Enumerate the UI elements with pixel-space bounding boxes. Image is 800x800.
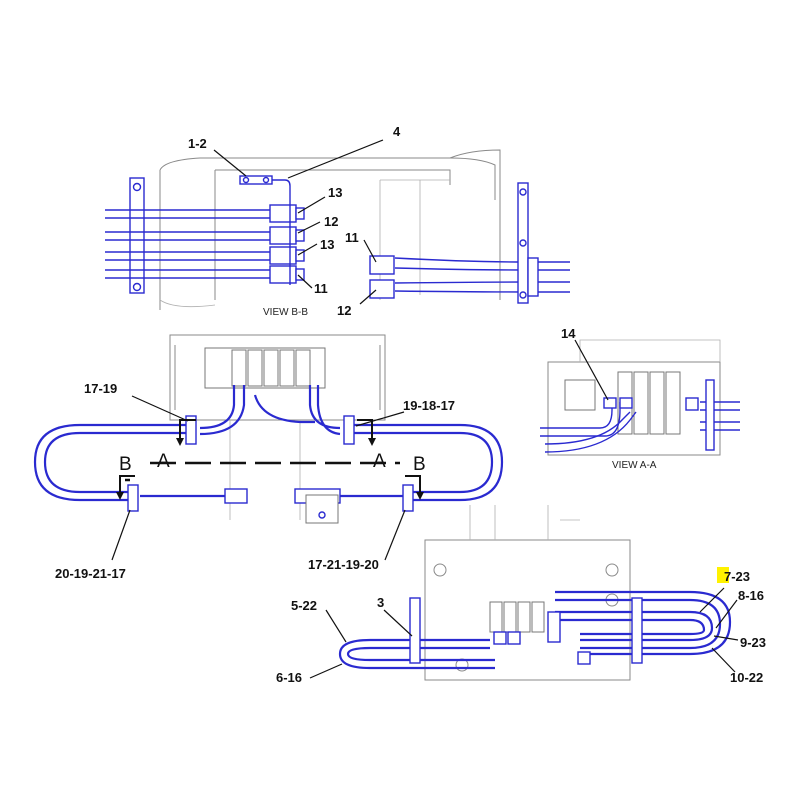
callout-19-18-17: 19-18-17 — [403, 398, 455, 413]
callout-11-left: 11 — [314, 281, 328, 296]
callout-13-top: 13 — [328, 185, 342, 200]
callout-10-22: 10-22 — [730, 670, 763, 685]
callout-7-23: 7-23 — [724, 569, 750, 584]
callout-3: 3 — [377, 595, 384, 610]
callout-4: 4 — [393, 124, 401, 139]
bottom-assembly-drawing — [338, 505, 732, 681]
callout-9-23: 9-23 — [740, 635, 766, 650]
view-aa-leaders — [574, 339, 609, 401]
callout-17-21-19-20: 17-21-19-20 — [308, 557, 379, 572]
section-letter-a-left: A — [157, 451, 170, 472]
main-loop-leaders — [111, 395, 406, 561]
view-bb-label: VIEW B-B — [263, 307, 308, 318]
callout-1-2: 1-2 — [188, 136, 207, 151]
section-letter-b-left: B — [119, 454, 132, 475]
callout-5-22: 5-22 — [291, 598, 317, 613]
bottom-assembly-leaders — [309, 587, 739, 679]
section-lines — [116, 419, 424, 500]
callout-12-right: 12 — [337, 303, 351, 318]
callout-11-right: 11 — [345, 230, 359, 245]
callout-13-mid: 13 — [320, 237, 334, 252]
callout-14: 14 — [561, 326, 576, 341]
view-aa-label: VIEW A-A — [612, 460, 657, 471]
main-loop-drawing — [33, 334, 504, 524]
callout-8-16: 8-16 — [738, 588, 764, 603]
view-bb-leaders — [213, 139, 384, 305]
callout-12-top: 12 — [324, 214, 338, 229]
callout-17-19: 17-19 — [84, 381, 117, 396]
section-letter-b-right: B — [413, 454, 426, 475]
view-aa-drawing — [540, 339, 740, 456]
section-letter-a-right: A — [373, 451, 386, 472]
callout-highlight — [717, 567, 729, 583]
callout-6-16: 6-16 — [276, 670, 302, 685]
view-bb-drawing — [105, 149, 570, 310]
callout-20-19-21-17: 20-19-21-17 — [55, 566, 126, 581]
